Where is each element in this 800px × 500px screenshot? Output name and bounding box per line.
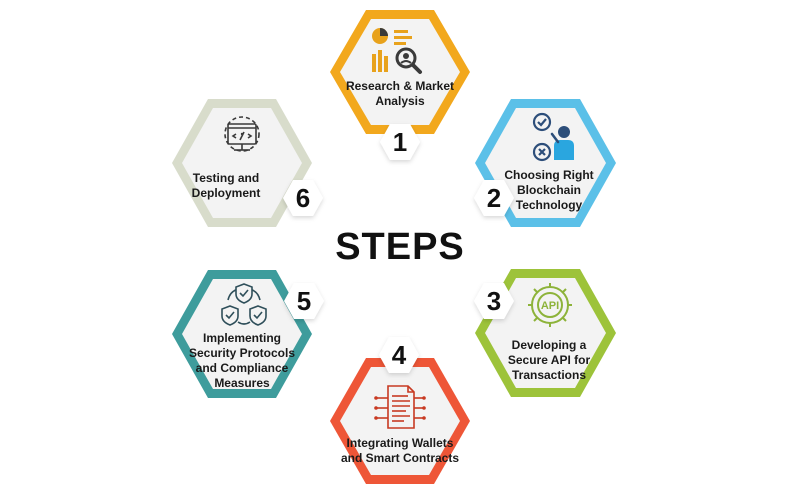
step-3-label: Developing a Secure API for Transactions [507,338,591,382]
research-analysis-icon [368,26,430,76]
step-3-number: 3 [486,285,502,316]
step-4-badge-shape [379,337,419,373]
choice-person-icon [530,112,580,162]
step-5-badge-shape [284,283,324,319]
step-1-label: Research & Market Analysis [345,79,455,108]
step-6-number: 6 [295,182,311,213]
step-6-label: Testing and Deployment [191,171,261,200]
step-4-label: Integrating Wallets and Smart Contracts [340,436,460,465]
step-1-hexagon [330,10,470,134]
smart-contract-document-icon [374,384,426,430]
step-5-hexagon [172,270,312,398]
step-2-number: 2 [486,182,502,213]
step-4-number: 4 [391,339,407,370]
step-2-badge-shape [474,180,514,216]
step-1-badge-shape [380,124,420,160]
security-shields-icon [218,282,270,328]
step-2-label: Choosing Right Blockchain Technology [504,168,594,212]
step-5-number: 5 [296,285,312,316]
step-6-hexagon [172,99,312,227]
step-5-label: Implementing Security Protocols and Comp… [188,331,296,390]
code-deployment-icon [216,114,268,162]
diagram-title: STEPS [335,226,465,268]
api-gear-icon: API [525,280,575,330]
svg-text:API: API [541,300,559,312]
step-6-badge-shape [283,180,323,216]
step-3-badge-shape [474,283,514,319]
step-1-number: 1 [392,126,408,157]
